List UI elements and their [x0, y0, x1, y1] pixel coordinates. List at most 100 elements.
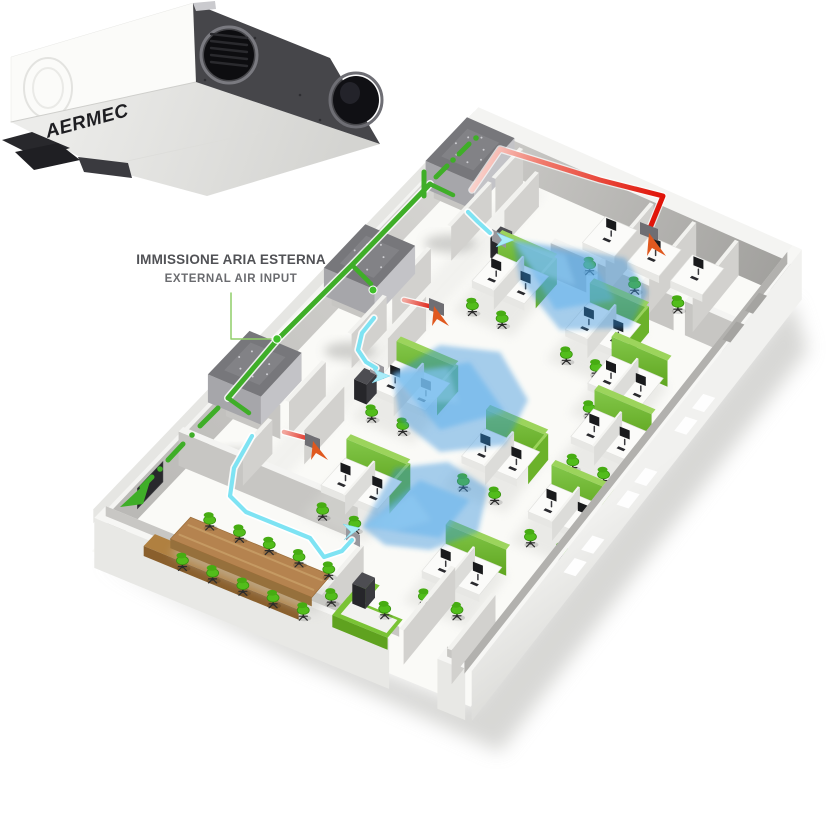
wall-face — [649, 222, 697, 314]
chair-back — [267, 589, 278, 596]
chair-back — [263, 536, 274, 543]
trunk-dash — [165, 441, 186, 463]
plume-bright — [392, 368, 458, 402]
unit-side — [260, 352, 302, 425]
wall-face — [495, 149, 524, 213]
wall-top — [491, 255, 525, 291]
keyboard — [437, 567, 447, 573]
exhaust-duct-red-2 — [401, 297, 436, 310]
chair-back — [365, 404, 376, 411]
chair-back — [293, 549, 304, 555]
chair-back — [233, 524, 244, 531]
unit-speckle — [250, 350, 253, 353]
monitor — [589, 413, 600, 427]
green-branch-1 — [427, 181, 456, 198]
wall-face — [392, 248, 431, 325]
trunk-dash — [433, 163, 450, 180]
trunk-dash — [197, 405, 221, 429]
collar-grille — [209, 60, 249, 68]
wall-top — [608, 357, 639, 394]
monitor — [546, 488, 557, 502]
chair-back — [583, 400, 594, 407]
chair-back — [206, 565, 217, 571]
collar-inner — [340, 82, 360, 104]
exhaust-arrow-icon-2 — [432, 306, 449, 326]
chair-back — [378, 600, 389, 607]
leader-node — [272, 334, 282, 344]
exhaust-vent-2 — [429, 298, 444, 316]
wall-top — [347, 294, 387, 335]
wall-face — [403, 567, 456, 665]
chair-back — [348, 515, 359, 522]
supply-duct-cyan-1 — [465, 209, 493, 236]
keyboard — [336, 482, 346, 488]
table-stripe — [187, 524, 323, 582]
wall-face — [692, 241, 739, 333]
wall-top — [500, 171, 539, 211]
unit-speckle — [380, 266, 383, 269]
product-ring — [32, 67, 64, 109]
air-plume-2 — [392, 345, 528, 452]
unit-speckle — [479, 158, 482, 161]
window-recess — [722, 321, 745, 343]
wall-top — [447, 181, 492, 227]
chair-back — [176, 552, 187, 559]
unit-speckle — [353, 249, 356, 252]
screw — [318, 118, 322, 122]
wall-top — [447, 593, 496, 651]
supply-arrow-icon-2 — [371, 368, 391, 384]
wall-face — [451, 595, 496, 685]
box-front — [352, 583, 366, 609]
desk-front — [332, 615, 388, 650]
unit-speckle — [382, 256, 385, 259]
keyboard — [602, 379, 612, 385]
unit-speckle — [268, 363, 271, 366]
unit-speckle — [366, 268, 369, 271]
chair-back — [524, 528, 535, 535]
supply-duct-cyan-3 — [227, 433, 355, 560]
exhaust-vent-1 — [640, 222, 658, 241]
chair-back — [236, 577, 247, 584]
desk-front — [670, 281, 703, 302]
chair-back — [590, 359, 601, 365]
chair-back — [566, 453, 577, 460]
collar-grille — [209, 32, 249, 40]
supply-duct-cyan-2 — [355, 315, 379, 371]
duct-collar-2 — [328, 71, 384, 129]
table-front — [170, 539, 312, 607]
monitor — [606, 218, 617, 231]
supply-arrow-icon-1 — [495, 232, 515, 248]
keyboard — [386, 384, 396, 390]
wall-face — [289, 362, 326, 436]
window-slot — [616, 490, 640, 509]
monitor — [635, 373, 646, 386]
external-air-label: IMMISSIONE ARIA ESTERNA EXTERNAL AIR INP… — [126, 252, 336, 286]
collar-grille — [209, 39, 249, 47]
screw — [253, 36, 257, 40]
chair-back — [322, 561, 333, 568]
unit-speckle — [467, 136, 470, 139]
plume-bright — [362, 495, 430, 530]
wall-top — [284, 360, 326, 402]
unit-speckle — [266, 373, 269, 376]
product-crease — [10, 81, 197, 123]
duct-collar-1 — [199, 25, 259, 85]
box-top — [352, 572, 375, 589]
trunk-dot — [157, 466, 163, 472]
chair-back — [203, 512, 214, 518]
trunk-pipe — [225, 181, 433, 401]
green-branch-2 — [349, 262, 374, 287]
wall-face — [504, 172, 539, 245]
window-recess — [745, 292, 767, 314]
partition-top — [594, 385, 656, 415]
wall-face — [242, 419, 273, 486]
outer-wall-nw-outer — [93, 111, 475, 524]
partition-top — [551, 460, 614, 490]
monitor — [372, 475, 383, 489]
trunk-dot — [450, 157, 456, 163]
collar-grille — [209, 46, 249, 54]
keyboard — [543, 508, 553, 514]
wall-face — [451, 182, 492, 261]
